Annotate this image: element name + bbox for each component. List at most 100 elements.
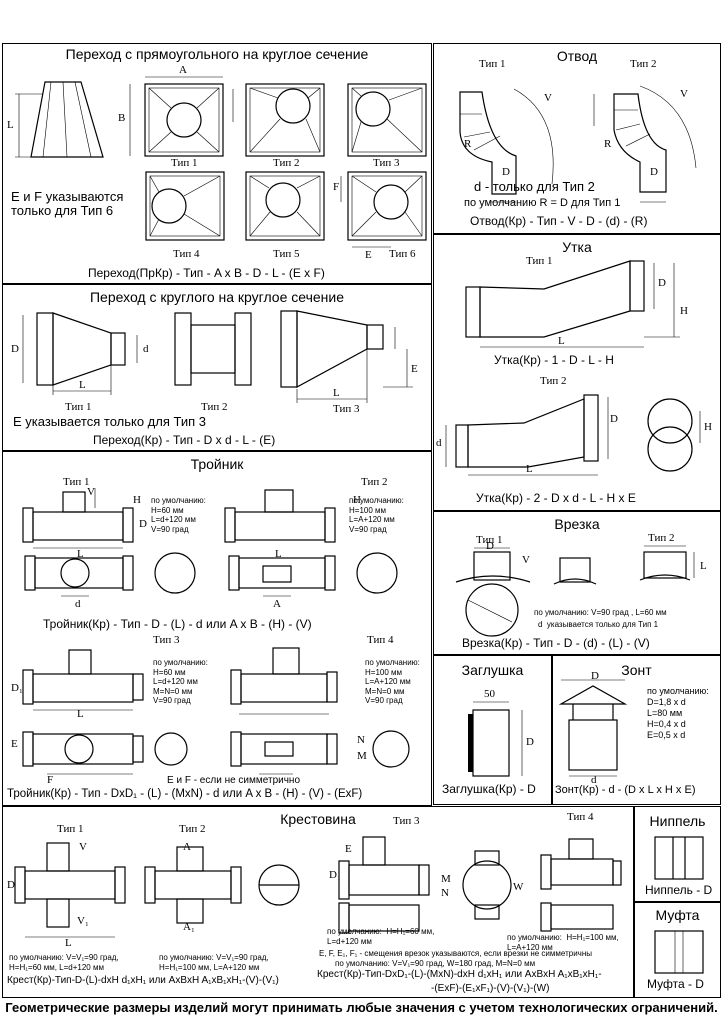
- elbow-drawing: [459, 85, 697, 203]
- rect-to-round-section: Переход с прямоугольного на круглое сече…: [2, 43, 432, 284]
- tee-default1: по умолчанию: H=60 мм L=d+120 мм V=90 гр…: [151, 496, 206, 534]
- tee-l3-label: L: [77, 708, 84, 720]
- cross-type4-label: Тип 4: [567, 811, 594, 823]
- offset-d-small-label: d: [436, 437, 442, 449]
- rect-to-round-note: E и F указываются только для Тип 6: [11, 189, 124, 218]
- coupling-title: Муфта: [655, 907, 700, 923]
- type2-label: Тип 2: [273, 157, 300, 169]
- tee-l2-label: L: [275, 548, 282, 560]
- cross-section: Крестовина Тип 1 Тип 2 Тип 3 Тип 4 V V₁ …: [2, 806, 634, 998]
- tee-d1-label: D: [139, 518, 147, 530]
- offset-h1-label: H: [680, 305, 688, 317]
- rect-to-round-title: Переход с прямоугольного на круглое сече…: [65, 46, 369, 62]
- nipple-title: Ниппель: [649, 813, 706, 829]
- tee-formula1: Тройник(Кр) - Тип - D - (L) - d или A x …: [43, 617, 312, 631]
- cross-default3: по умолчанию: H=H₁=60 мм, L=d+120 мм: [327, 927, 435, 946]
- tee-drawing: [22, 488, 410, 775]
- cross-m-label: M: [441, 873, 451, 885]
- saddle-v-label: V: [522, 554, 530, 566]
- tee-type2-label: Тип 2: [361, 476, 388, 488]
- saddle-type2-label: Тип 2: [648, 532, 675, 544]
- tee-a2-label: A: [273, 598, 281, 610]
- tee-h1-label: H: [133, 494, 141, 506]
- tee-e3-label: E: [11, 738, 18, 750]
- cross-default1: по умолчанию: V=V₁=90 град, H=H₁=60 мм, …: [9, 953, 119, 972]
- elbow-section: Отвод Тип 1 Тип 2 V V R R D D d - только…: [433, 43, 721, 234]
- round-to-round-drawing: [22, 310, 413, 403]
- hood-dd-label: D: [591, 670, 599, 682]
- tee-title: Тройник: [190, 456, 244, 472]
- elbow-d2-label: D: [650, 166, 658, 178]
- offset-formula1: Утка(Кр) - 1 - D - L - H: [494, 353, 614, 367]
- rr-l1-label: L: [79, 379, 86, 391]
- cross-formula12: Крест(Кр)-Тип-D-(L)-dxH d₁xH₁ или AxBxH …: [7, 975, 279, 986]
- saddle-default1: по умолчанию: V=90 град , L=60 мм: [534, 608, 667, 617]
- dim-b-label: B: [118, 112, 126, 124]
- cap-formula: Заглушка(Кр) - D: [442, 782, 536, 796]
- cross-formula34a: Крест(Кр)-Тип-DxD₁-(L)-(MxN)-dxH d₁xH₁ и…: [317, 969, 602, 980]
- tee-l1-label: L: [77, 548, 84, 560]
- offset-h2-label: H: [704, 421, 712, 433]
- rr-note: E указывается только для Тип 3: [13, 414, 207, 429]
- hood-section: Зонт D d по умолчанию: D=1,8 x d L=80 мм…: [552, 655, 721, 805]
- nipple-drawing: [654, 836, 704, 880]
- saddle-title: Врезка: [554, 516, 600, 532]
- saddle-l-label: L: [700, 560, 707, 572]
- cap-section: Заглушка 50 D Заглушка(Кр) - D: [433, 655, 552, 805]
- round-to-round-title: Переход с круглого на круглое сечение: [89, 289, 344, 305]
- cross-v1-label: V₁: [77, 915, 89, 927]
- offset-type2-label: Тип 2: [540, 375, 567, 387]
- elbow-v1-label: V: [544, 92, 552, 104]
- tee-section: Тройник Тип 1 Тип 2 Тип 3: [2, 451, 432, 806]
- hood-default: по умолчанию: D=1,8 x d L=80 мм H=0,4 x …: [647, 686, 709, 740]
- hood-formula: Зонт(Кр) - d - (D x L x H x E): [555, 784, 696, 796]
- cross-w-label: W: [513, 881, 524, 893]
- saddle-d-label: D: [486, 540, 494, 552]
- rr-type1-label: Тип 1: [65, 401, 92, 413]
- tee-type4-label: Тип 4: [367, 634, 394, 646]
- elbow-r-label: R: [464, 138, 472, 150]
- tee-default2: по умолчанию: H=100 мм L=A+120 мм V=90 г…: [349, 496, 404, 534]
- rr-d-big-label: D: [11, 343, 19, 355]
- elbow-note1: d - только для Тип 2: [474, 179, 595, 194]
- rect-to-round-drawing: [15, 76, 427, 248]
- type1-label: Тип 1: [171, 157, 198, 169]
- tee-m4-label: M: [357, 750, 367, 762]
- cap-drawing: [468, 701, 523, 777]
- coupling-section: Муфта Муфта - D: [634, 902, 721, 998]
- cross-default4: по умолчанию: H=H₁=100 мм, L=A+120 мм: [507, 933, 619, 952]
- rr-l3-label: L: [333, 387, 340, 399]
- elbow-type2-label: Тип 2: [630, 58, 657, 70]
- elbow-r2-label: R: [604, 138, 612, 150]
- offset-l1-label: L: [558, 335, 565, 347]
- round-to-round-section: Переход с круглого на круглое сечение D …: [2, 284, 432, 451]
- rect-to-round-formula: Переход(ПрКр) - Тип - A x B - D - L - (E…: [88, 266, 325, 280]
- rr-type2-label: Тип 2: [201, 401, 228, 413]
- hood-title: Зонт: [621, 662, 652, 678]
- elbow-formula: Отвод(Кр) - Тип - V - D - (d) - (R): [470, 214, 648, 228]
- type5-label: Тип 5: [273, 248, 300, 260]
- tee-default3: по умолчанию: H=60 мм L=d+120 мм M=N=0 м…: [153, 658, 208, 705]
- tee-f3-label: F: [47, 774, 54, 786]
- nipple-section: Ниппель Ниппель - D: [634, 806, 721, 902]
- type6-label: Тип 6: [389, 248, 416, 260]
- tee-n4-label: N: [357, 734, 365, 746]
- cross-type3-label: Тип 3: [393, 815, 420, 827]
- offset-d1-label: D: [658, 277, 666, 289]
- offset-drawing: [445, 260, 701, 476]
- cross-type2-label: Тип 2: [179, 823, 206, 835]
- type3-label: Тип 3: [373, 157, 400, 169]
- nipple-formula: Ниппель - D: [645, 883, 713, 897]
- elbow-v2-label: V: [680, 88, 688, 100]
- saddle-default2: d указывается только для Тип 1: [538, 620, 659, 629]
- rr-type3-label: Тип 3: [333, 403, 360, 415]
- tee-type1-label: Тип 1: [63, 476, 90, 488]
- cross-note34a: E, F, E₁, F₁ - смещения врезок указывают…: [319, 949, 592, 958]
- cross-title: Крестовина: [280, 811, 356, 827]
- cross-d-label: D: [7, 879, 15, 891]
- saddle-formula: Врезка(Кр) - Тип - D - (d) - (L) - (V): [462, 636, 650, 650]
- elbow-type1-label: Тип 1: [479, 58, 506, 70]
- tee-formula2: Тройник(Кр) - Тип - DxD₁ - (L) - (MxN) -…: [7, 788, 363, 800]
- tee-type3-label: Тип 3: [153, 634, 180, 646]
- type4-label: Тип 4: [173, 248, 200, 260]
